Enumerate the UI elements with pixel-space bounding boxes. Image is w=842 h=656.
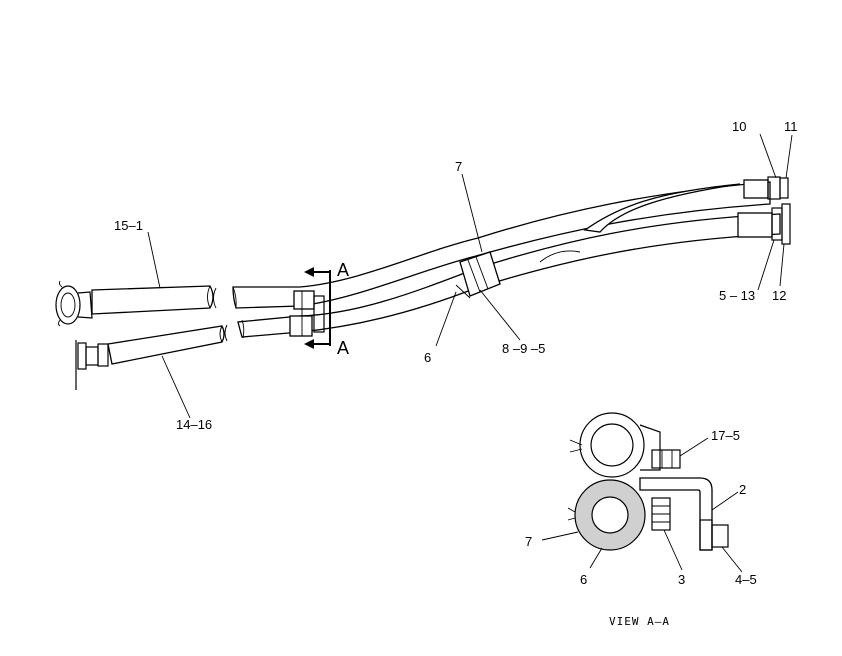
- label-6-main: 6: [424, 350, 431, 365]
- lower-left-connector-fitting: [75, 340, 109, 390]
- label-15-1: 15–1: [114, 218, 143, 233]
- label-14-16: 14–16: [176, 417, 212, 432]
- section-clamp: [289, 290, 325, 337]
- leader-lines: [147, 133, 793, 419]
- label-7-view: 7: [525, 534, 532, 549]
- view-aa-detail: [567, 412, 729, 551]
- view-leader-lines: [541, 437, 743, 573]
- label-2: 2: [739, 482, 746, 497]
- label-17-5: 17–5: [711, 428, 740, 443]
- middle-clamp: [455, 251, 501, 299]
- label-12: 12: [772, 288, 786, 303]
- label-4-5: 4–5: [735, 572, 757, 587]
- label-10: 10: [732, 119, 746, 134]
- upper-left-elbow-fitting: [55, 280, 93, 327]
- upper-right-fitting: [743, 176, 789, 200]
- label-8-9-5: 8 –9 –5: [502, 341, 545, 356]
- hose-14-16-left-segment: [107, 324, 228, 365]
- label-7-top: 7: [455, 159, 462, 174]
- hose-15-1-left-segment: [91, 285, 217, 315]
- label-3: 3: [678, 572, 685, 587]
- section-letter-bottom: A: [337, 338, 349, 358]
- lower-right-fitting: [737, 203, 791, 245]
- label-6-view: 6: [580, 572, 587, 587]
- view-caption: VIEW A–A: [609, 615, 670, 628]
- label-11: 11: [784, 119, 798, 134]
- label-5-13: 5 – 13: [719, 288, 755, 303]
- section-cut-line: [304, 267, 331, 349]
- section-letter-top: A: [337, 260, 349, 280]
- hose-bundle: [232, 181, 781, 339]
